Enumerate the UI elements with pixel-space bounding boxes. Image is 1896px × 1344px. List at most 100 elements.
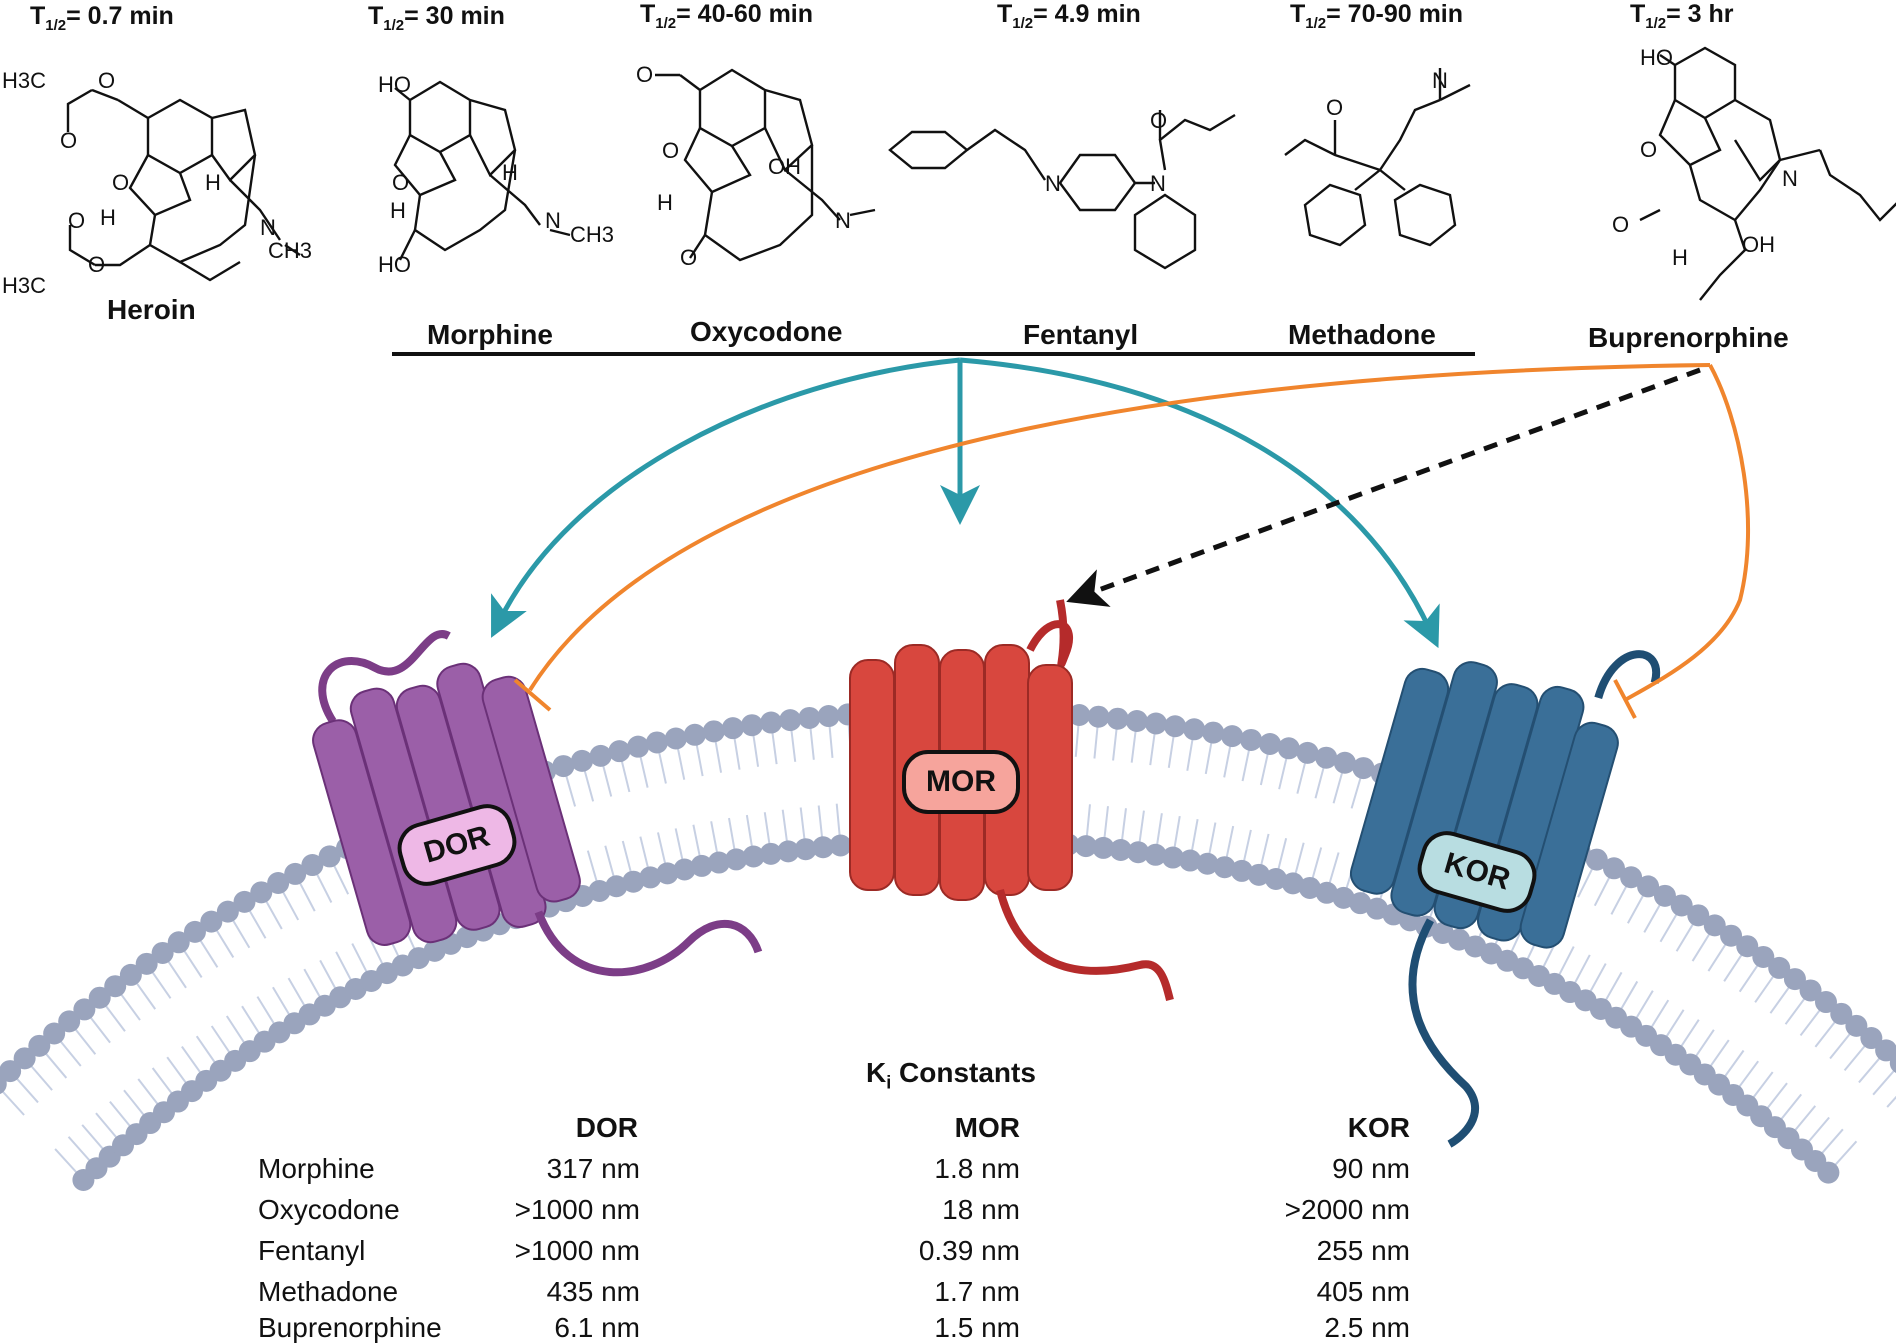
ki-header-dor: DOR — [500, 1112, 638, 1144]
ki-row-drug: Fentanyl — [258, 1235, 365, 1267]
ki-table-title: Ki Constants — [866, 1057, 1036, 1094]
atom-label-heroin: H — [205, 170, 221, 195]
lipid-head — [627, 736, 649, 758]
atom-label-heroin: H3C — [2, 68, 46, 93]
atom-label-oxycodone: O — [662, 138, 679, 163]
lipid-head — [703, 720, 725, 742]
lipid-head — [1259, 733, 1281, 755]
ki-cell-kor: 90 nm — [1230, 1153, 1410, 1185]
lipid-head — [818, 705, 840, 727]
lipid-head — [741, 714, 763, 736]
atom-label-oxycodone: O — [680, 245, 697, 270]
atom-label-heroin: O — [68, 208, 85, 233]
ki-row-drug: Morphine — [258, 1153, 375, 1185]
inhibit-kor — [1625, 365, 1748, 700]
lipid-head — [1297, 742, 1319, 764]
atom-label-buprenorphine: HO — [1640, 45, 1673, 70]
atom-label-methadone: O — [1326, 95, 1343, 120]
lipid-head — [1334, 752, 1356, 774]
morphine-structure — [395, 82, 570, 260]
atom-label-fentanyl: N — [1045, 171, 1061, 196]
ki-header-kor: KOR — [1280, 1112, 1410, 1144]
ki-cell-dor: >1000 nm — [470, 1194, 640, 1226]
lipid-head — [1087, 706, 1109, 728]
ki-cell-mor: 1.5 nm — [880, 1312, 1020, 1344]
lipid-head — [760, 712, 782, 734]
lipid-head — [1817, 1162, 1839, 1184]
ki-cell-kor: 2.5 nm — [1230, 1312, 1410, 1344]
atom-label-heroin: O — [98, 68, 115, 93]
atom-label-heroin: H — [100, 205, 116, 230]
lipid-head — [1240, 729, 1262, 751]
atom-label-oxycodone: O — [636, 62, 653, 87]
inhibit-dor — [530, 365, 1710, 690]
ki-cell-mor: 0.39 nm — [880, 1235, 1020, 1267]
lipid-head — [1315, 747, 1337, 769]
atom-label-heroin: H3C — [2, 273, 46, 298]
atom-label-heroin: O — [60, 128, 77, 153]
mor-label: MOR — [926, 765, 996, 799]
ki-header-mor: MOR — [890, 1112, 1020, 1144]
atom-label-buprenorphine: OH — [1742, 232, 1775, 257]
dor-label: DOR — [420, 819, 493, 870]
ki-cell-kor: 405 nm — [1230, 1276, 1410, 1308]
atom-label-oxycodone: N — [835, 208, 851, 233]
atom-label-heroin: O — [112, 170, 129, 195]
lipid-head — [1183, 718, 1205, 740]
lipid-head — [571, 750, 593, 772]
lipid-head — [779, 709, 801, 731]
ki-cell-kor: 255 nm — [1230, 1235, 1410, 1267]
ki-cell-mor: 18 nm — [880, 1194, 1020, 1226]
atom-label-heroin: N — [260, 215, 276, 240]
dor-receptor — [294, 571, 774, 1073]
atom-label-buprenorphine: H — [1672, 245, 1688, 270]
ki-cell-mor: 1.7 nm — [880, 1276, 1020, 1308]
lipid-head — [1221, 725, 1243, 747]
ki-cell-kor: >2000 nm — [1230, 1194, 1410, 1226]
atom-label-morphine: CH3 — [570, 222, 614, 247]
lipid-head — [1278, 737, 1300, 759]
atom-label-morphine: N — [545, 208, 561, 233]
ki-cell-dor: >1000 nm — [470, 1235, 640, 1267]
atom-label-morphine: H — [390, 198, 406, 223]
lipid-head — [1145, 712, 1167, 734]
kor-label: KOR — [1440, 846, 1513, 897]
atom-label-heroin: CH3 — [268, 238, 312, 263]
fentanyl-structure — [890, 110, 1235, 268]
atom-label-morphine: H — [502, 160, 518, 185]
lipid-head — [1164, 715, 1186, 737]
atom-label-methadone: N — [1432, 68, 1448, 93]
atom-label-fentanyl: N — [1150, 171, 1166, 196]
methadone-structure — [1285, 68, 1470, 245]
mor-label-badge: MOR — [902, 750, 1020, 814]
lipid-head — [552, 755, 574, 777]
lipid-head — [608, 740, 630, 762]
atom-label-buprenorphine: O — [1612, 212, 1629, 237]
ki-cell-mor: 1.8 nm — [880, 1153, 1020, 1185]
atom-label-oxycodone: H — [657, 190, 673, 215]
atom-label-morphine: O — [392, 170, 409, 195]
lipid-head — [722, 717, 744, 739]
lipid-head — [798, 707, 820, 729]
lipid-head — [1202, 722, 1224, 744]
atom-label-fentanyl: O — [1150, 108, 1167, 133]
ki-row-drug: Buprenorphine — [258, 1312, 442, 1344]
lipid-head — [665, 728, 687, 750]
ki-row-drug: Oxycodone — [258, 1194, 400, 1226]
lipid-head — [1107, 708, 1129, 730]
lipid-head — [590, 745, 612, 767]
lipid-head — [684, 724, 706, 746]
ki-cell-dor: 6.1 nm — [470, 1312, 640, 1344]
atom-label-morphine: HO — [378, 72, 411, 97]
atom-label-buprenorphine: N — [1782, 166, 1798, 191]
ki-row-drug: Methadone — [258, 1276, 398, 1308]
atom-label-heroin: O — [88, 252, 105, 277]
lipid-head — [1126, 710, 1148, 732]
arrow-to-dor — [500, 360, 960, 620]
ki-cell-dor: 435 nm — [470, 1276, 640, 1308]
lipid-head — [646, 731, 668, 753]
ki-cell-dor: 317 nm — [470, 1153, 640, 1185]
atom-label-buprenorphine: O — [1640, 137, 1657, 162]
atom-label-oxycodone: OH — [768, 154, 801, 179]
